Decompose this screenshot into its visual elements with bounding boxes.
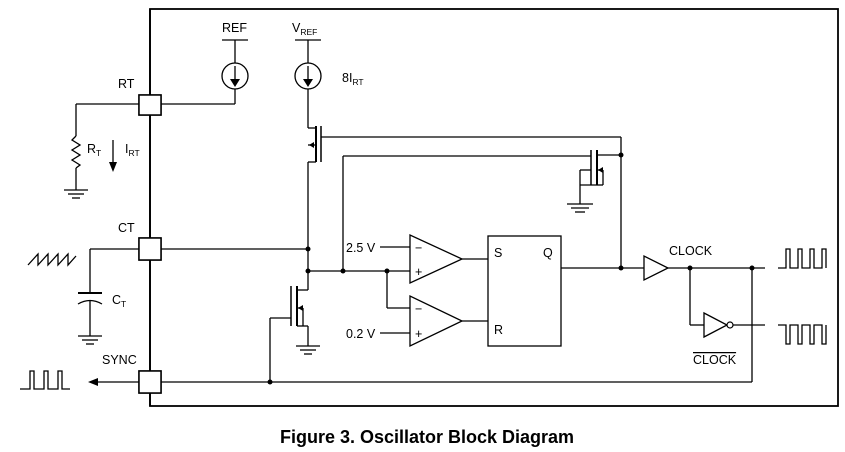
vref-label: VREF (292, 21, 317, 37)
rt-pin-label: RT (118, 77, 135, 91)
figure-caption: Figure 3. Oscillator Block Diagram (280, 427, 574, 447)
ref-current-source (161, 39, 249, 105)
ct-pin-label: CT (118, 221, 135, 235)
clock-inverter (689, 268, 765, 339)
lower-discharge-transistor (269, 271, 320, 382)
lower-comparator-plus: + (415, 327, 422, 341)
ct-capacitor-label: CT (112, 293, 126, 309)
sync-waveform (20, 370, 70, 390)
latch-r-label: R (494, 323, 503, 337)
rt-resistor-label: RT (87, 142, 101, 158)
clock-buffer (643, 254, 765, 282)
ref-label: REF (222, 21, 247, 35)
clock-waveform (778, 248, 827, 269)
irt-label: IRT (125, 142, 140, 158)
feedback-transistor (343, 150, 621, 213)
upper-switch-transistor (307, 126, 621, 249)
sr-latch (487, 235, 562, 347)
sync-pin-label: SYNC (102, 353, 137, 367)
latch-s-label: S (494, 246, 502, 260)
upper-comparator (380, 233, 488, 285)
clock-bar-waveform (778, 324, 827, 345)
upper-comparator-plus: + (415, 265, 422, 279)
lower-comparator (380, 294, 488, 348)
sync-output-arrow (88, 378, 139, 386)
rt-external-resistor (64, 103, 139, 199)
8irt-label: 8IRT (342, 71, 364, 87)
lower-comparator-minus: − (415, 302, 422, 316)
ct-sawtooth-waveform (27, 252, 77, 267)
clock-bar-label: CLOCK (693, 353, 737, 367)
vref-current-source (294, 39, 322, 128)
ref-0-2v-label: 0.2 V (346, 327, 376, 341)
latch-q-label: Q (543, 246, 553, 260)
irt-arrow (109, 140, 117, 172)
clock-label: CLOCK (669, 244, 713, 258)
upper-comparator-minus: − (415, 241, 422, 255)
ct-external-capacitor (77, 248, 139, 345)
ref-2-5v-label: 2.5 V (346, 241, 376, 255)
